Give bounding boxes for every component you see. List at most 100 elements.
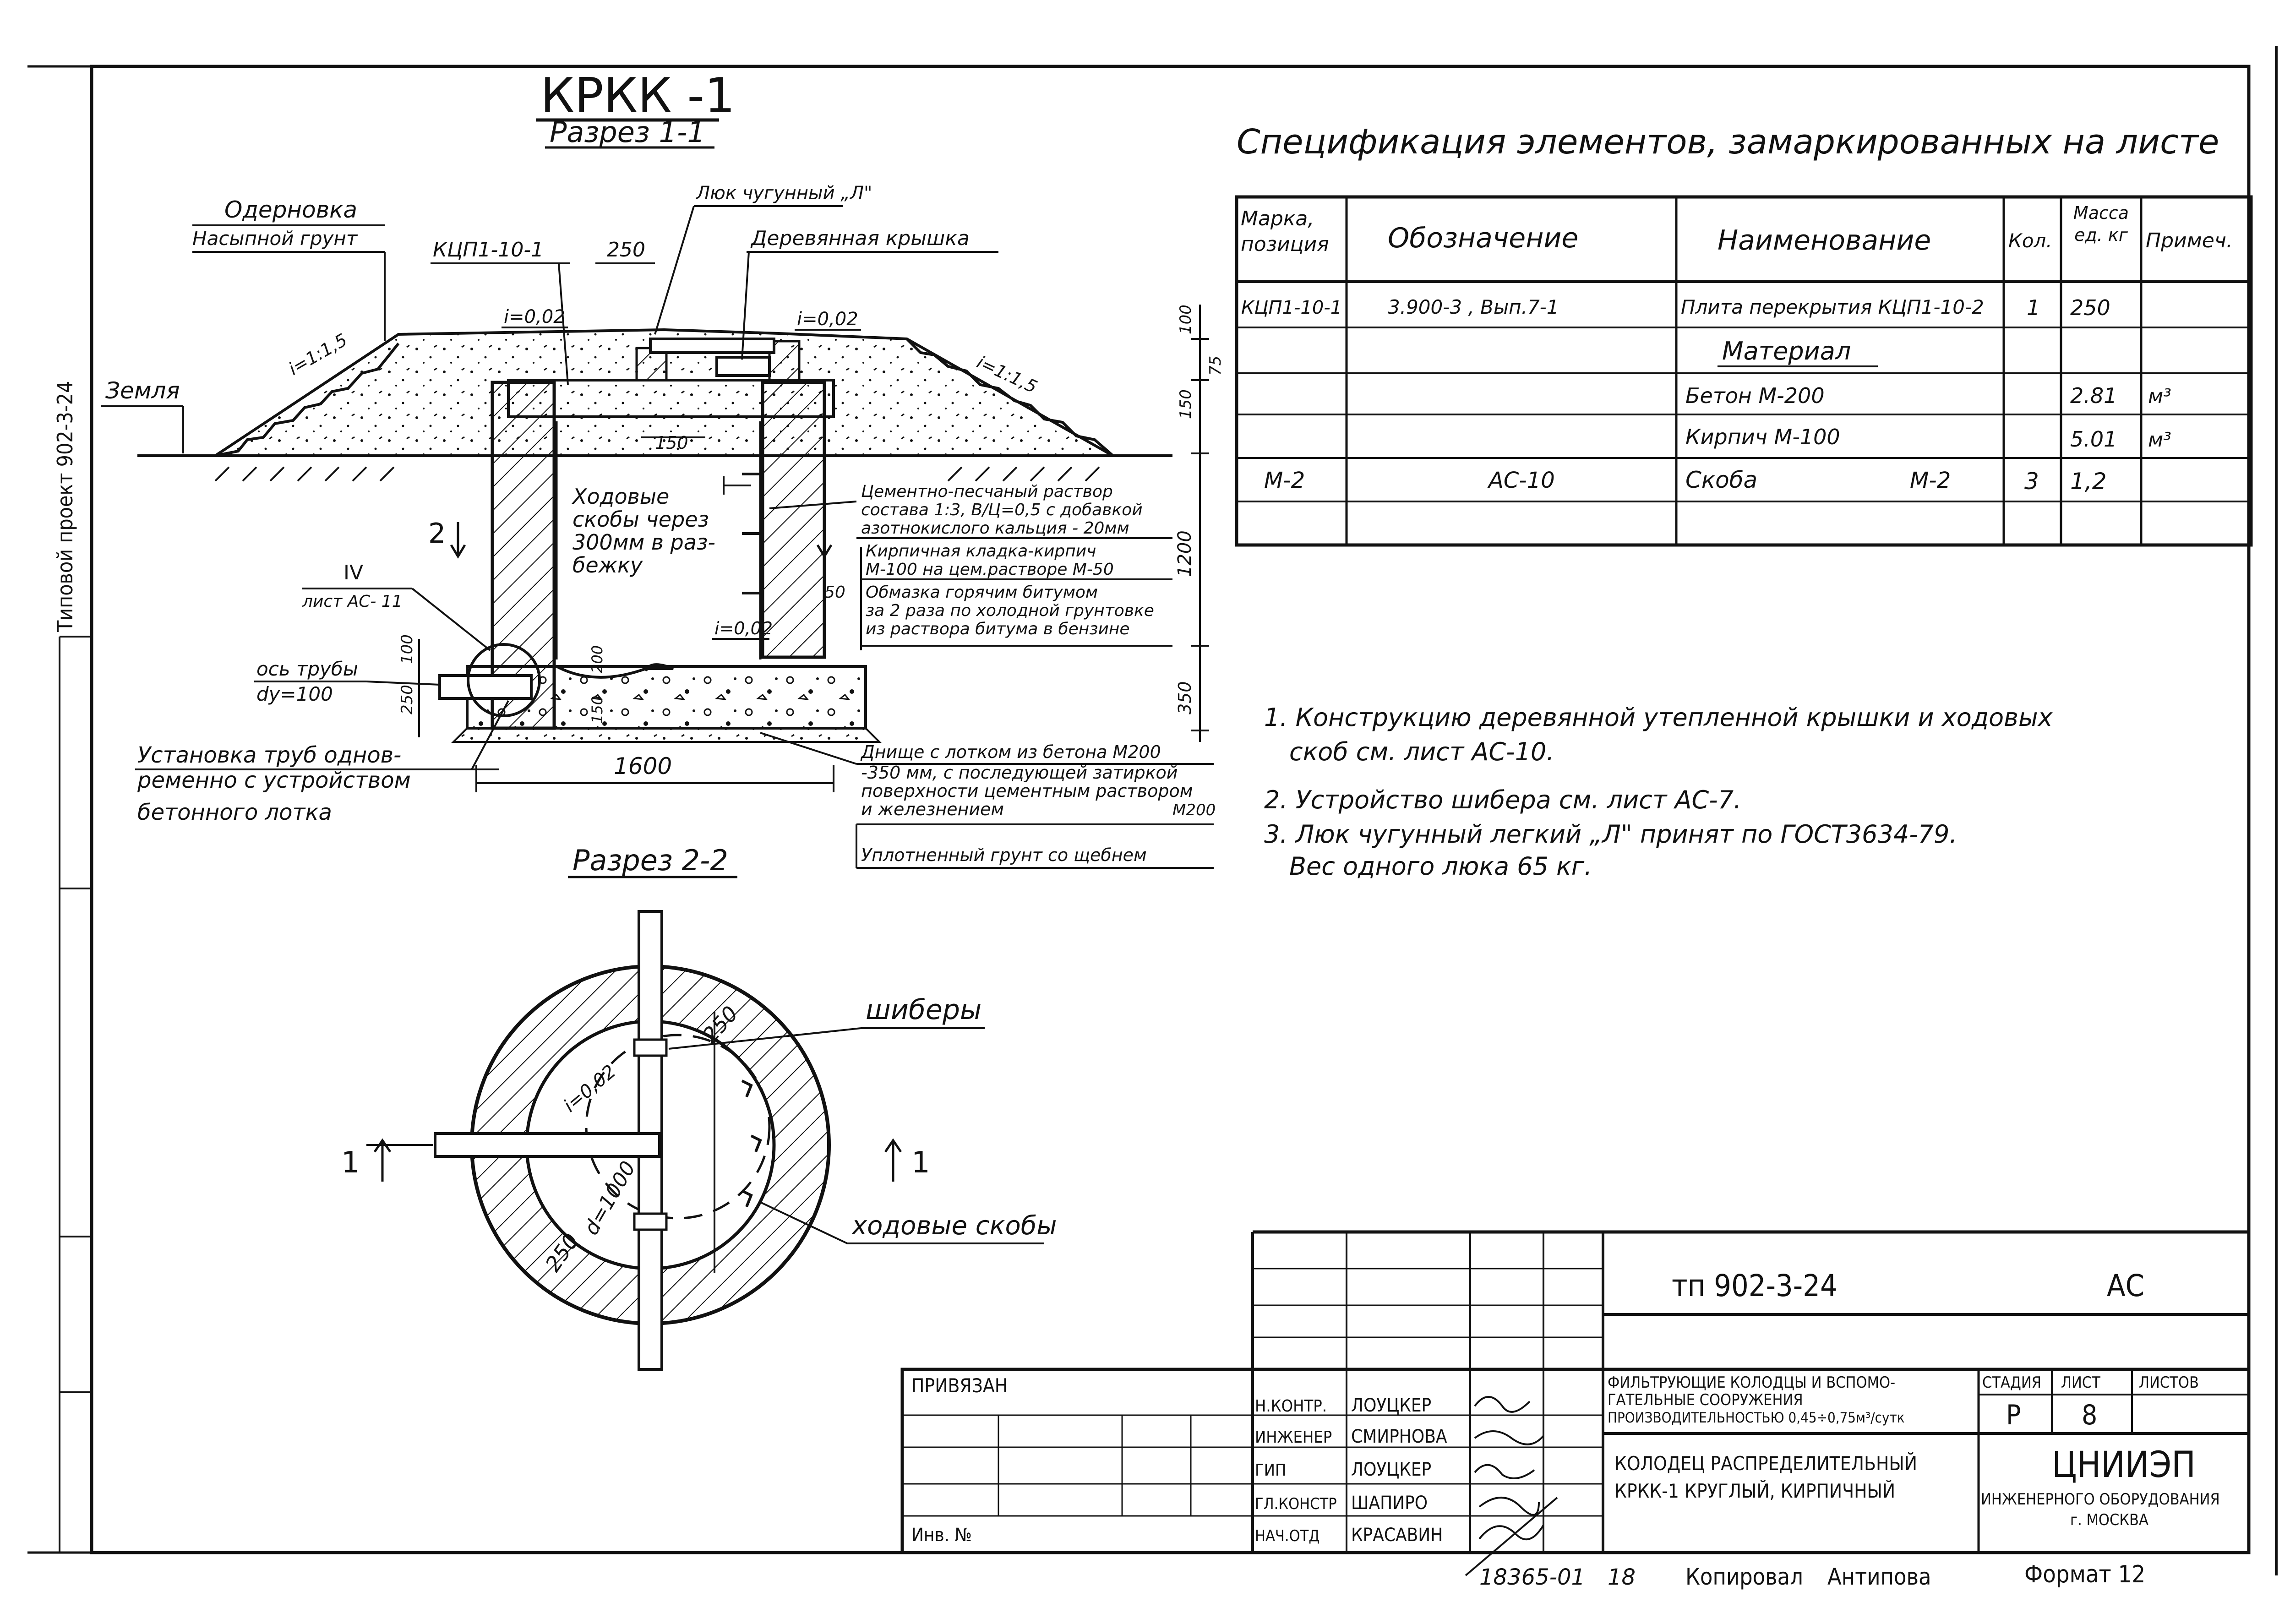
sheet-name-2: КРКК-1 КРУГЛЫЙ, КИРПИЧНЫЙ [1614, 1479, 1895, 1502]
label-pipe-install-2: ременно с устройством [137, 768, 411, 793]
spec-cell: Плита перекрытия КЦП1-10-2 [1681, 296, 1984, 318]
role-label: Н.КОНТР. [1255, 1397, 1327, 1416]
note-line: 1. Конструкцию деревянной утепленной кры… [1264, 703, 2053, 732]
spec-cell-material: Материал [1722, 337, 1851, 365]
cut-label-left: 1 [341, 1146, 360, 1180]
detail-iv-circle [467, 643, 541, 717]
note-line: 2. Устройство шибера см. лист АС-7. [1264, 785, 1741, 814]
spec-cell: 1,2 [2070, 468, 2107, 495]
label-dim-150-right: 150 [1177, 389, 1195, 419]
label-dim-1200: 1200 [1174, 530, 1195, 577]
sheet-value: 8 [2082, 1399, 2097, 1431]
org-name-2: ИНЖЕНЕРНОГО ОБОРУДОВАНИЯ [1981, 1490, 2220, 1509]
title-block: тп 902-3-24 АС ПРИВЯЗАН Инв. № Н.КОНТР. … [900, 1230, 2251, 1576]
label-bitumen-1: Обмазка горячим битумом [866, 583, 1098, 602]
spec-title: Спецификация элементов, замаркированных … [1237, 122, 2219, 162]
label-brick-1: Кирпичная кладка-кирпич [866, 542, 1096, 561]
cut-label-right: 1 [911, 1146, 930, 1180]
cover-slab [507, 379, 835, 418]
note-line: 3. Люк чугунный легкий „Л" принят по ГОС… [1264, 820, 1957, 849]
signature-marks [1465, 1396, 1558, 1576]
label-slab-code: КЦП1-10-1 [433, 238, 544, 262]
left-margin-text: Типовой проект 902-3-24 [53, 381, 77, 632]
spec-cell: 1 [2027, 295, 2040, 320]
role-name: ЛОУЦКЕР [1351, 1459, 1431, 1480]
spec-cell: М-2 [1910, 468, 1951, 493]
note-line: скоб см. лист АС-10. [1289, 737, 1554, 766]
label-mortar-1: Цементно-песчаный раствор [861, 482, 1113, 501]
turf-layer [215, 338, 1114, 457]
label-slope-top-right: i=0,02 [797, 309, 858, 330]
bound-label: ПРИВЯЗАН [911, 1374, 1008, 1397]
spec-cell: М-2 [1264, 468, 1305, 493]
role-label: НАЧ.ОТД [1255, 1527, 1319, 1545]
org-city: г. МОСКВА [2070, 1511, 2148, 1529]
project-name-3: ПРОИЗВОДИТЕЛЬНОСТЬЮ 0,45÷0,75м³/сутк [1608, 1410, 1905, 1426]
role-name: СМИРНОВА [1351, 1426, 1447, 1447]
stage-value: Р [2006, 1399, 2021, 1431]
spec-cell: КЦП1-10-1 [1241, 297, 1342, 318]
wooden-cover [715, 356, 771, 377]
sheet-mark: АС [2107, 1268, 2144, 1303]
hatch-cover [649, 338, 775, 354]
section-2-title: Разрез 2-2 [572, 844, 728, 877]
project-code: тп 902-3-24 [1672, 1268, 1837, 1303]
label-dim-350: 350 [1175, 681, 1195, 714]
label-rungs-3: 300мм в раз- [572, 530, 715, 555]
label-bottom-5: М200 [1172, 801, 1216, 819]
project-name-2: ГАТЕЛЬНЫЕ СООРУЖЕНИЯ [1608, 1391, 1803, 1409]
spec-header-mark: Марка, позиция [1241, 207, 1329, 256]
archive-sheet: 18 [1608, 1564, 1636, 1590]
label-fill-soil: Насыпной грунт [192, 227, 358, 250]
copied-label: Копировал [1685, 1564, 1803, 1590]
spec-header-qty: Кол. [2008, 229, 2052, 252]
label-ground: Земля [105, 377, 180, 404]
section-1-title: Разрез 1-1 [550, 115, 705, 149]
role-name: ЛОУЦКЕР [1351, 1395, 1431, 1416]
label-pipe-install-1: Установка труб однов- [137, 742, 401, 768]
spec-cell: м³ [2148, 385, 2171, 408]
label-rungs-4: бежку [572, 553, 643, 578]
spec-header: Марка, позиция Обозначение Наименование … [1241, 203, 2233, 256]
label-slope-top-left: i=0,02 [504, 306, 565, 327]
notes: 1. Конструкцию деревянной утепленной кры… [1264, 703, 2053, 881]
label-oderovka: Одерновка [224, 196, 357, 223]
section-2-2: шиберы ходовые скобы 250 250 d=1000 i=0,… [341, 910, 1057, 1371]
spec-cell: 2.81 [2070, 383, 2117, 408]
label-brick-2: М-100 на цем.растворе М-50 [866, 560, 1114, 579]
spec-table [1235, 195, 2253, 547]
format-label: Формат 12 [2024, 1561, 2145, 1588]
label-dim-50: 50 [824, 583, 845, 602]
label-rungs-2: скобы через [572, 507, 709, 532]
gate-bottom [633, 1212, 668, 1231]
label-hatch: Люк чугунный „Л" [695, 183, 872, 204]
spec-rows: КЦП1-10-1 3.900-3 , Вып.7-1 Плита перекр… [1241, 295, 2171, 495]
label-compacted: Уплотненный грунт со щебнем [861, 845, 1147, 865]
label-dim-200-bottom: 200 [589, 645, 606, 673]
label-bitumen-2: за 2 раза по холодной грунтовке [866, 601, 1154, 620]
label-wooden-cover: Деревянная крышка [750, 227, 970, 250]
label-dim-1600: 1600 [614, 753, 672, 779]
archive-number: 18365-01 [1479, 1564, 1585, 1590]
label-bottom-2: -350 мм, с последующей затиркой [861, 763, 1178, 783]
spec-cell: 3 [2024, 468, 2039, 495]
inlet-pipe [438, 674, 533, 700]
main-title: КРКК -1 [540, 68, 735, 124]
spec-cell: Кирпич М-100 [1685, 425, 1840, 449]
role-label: ИНЖЕНЕР [1255, 1428, 1332, 1447]
label-dim-100: 100 [1177, 305, 1195, 334]
section-1-1: Одерновка Насыпной грунт i=1:1,5 Земля К… [101, 183, 1225, 869]
label-section-arrow-2: 2 [428, 518, 446, 550]
label-bottom-slope: i=0,02 [714, 618, 773, 638]
label-dim-150-bottom: 150 [589, 696, 606, 724]
org-name: ЦНИИЭП [2052, 1444, 2196, 1486]
right-brick-wall [761, 381, 826, 659]
role-name: ШАПИРО [1351, 1493, 1428, 1514]
inv-label: Инв. № [911, 1525, 972, 1546]
channel-tray [556, 663, 674, 679]
label-bottom-3: поверхности цементным раствором [861, 781, 1193, 801]
label-pipe-axis-2: dy=100 [256, 683, 333, 705]
spec-cell: Скоба [1685, 467, 1757, 493]
label-dim-100-left: 100 [398, 634, 416, 664]
spec-cell: 3.900-3 , Вып.7-1 [1388, 296, 1559, 318]
